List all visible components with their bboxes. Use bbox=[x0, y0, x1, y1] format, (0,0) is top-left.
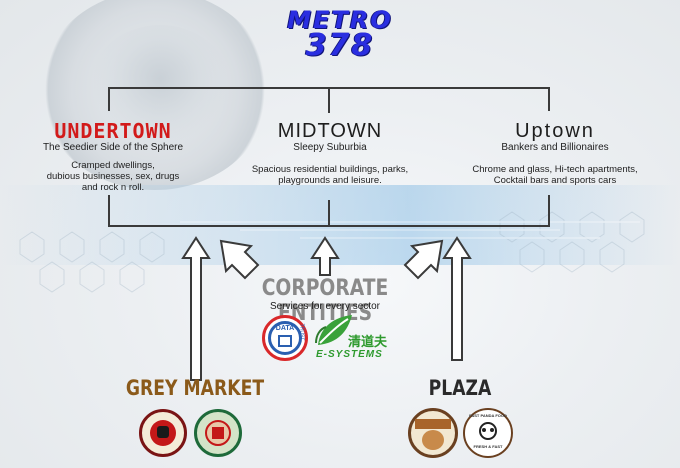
background-lens-inner bbox=[90, 25, 230, 145]
midtown-desc-line: playgrounds and leisure. bbox=[278, 175, 382, 186]
undertown-subtitle: The Seedier Side of the Sphere bbox=[42, 142, 184, 153]
midtown-name: MIDTOWN bbox=[277, 120, 383, 142]
corporate-subtitle: Services for every sector bbox=[269, 301, 381, 312]
undertown-desc-line: Cramped dwellings, bbox=[71, 160, 155, 171]
grey-market-logo-2 bbox=[194, 409, 242, 457]
midtown-desc-line: Spacious residential buildings, parks, bbox=[251, 164, 409, 175]
undertown-desc-line: and rock n roll. bbox=[81, 182, 145, 193]
leaf-icon bbox=[315, 315, 352, 345]
undertown-description: Cramped dwellings, dubious businesses, s… bbox=[18, 160, 208, 193]
plaza-title: PLAZA bbox=[428, 376, 492, 400]
uptown-desc-line: Chrome and glass, Hi-tech apartments, bbox=[472, 164, 638, 175]
district-midtown: MIDTOWN Sleepy Suburbia Spacious residen… bbox=[230, 120, 430, 186]
midtown-subtitle: Sleepy Suburbia bbox=[293, 142, 367, 153]
title-metro: METRO bbox=[287, 6, 393, 34]
district-uptown: Uptown Bankers and Billionaires Chrome a… bbox=[455, 120, 655, 186]
uptown-description: Chrome and glass, Hi-tech apartments, Co… bbox=[455, 164, 655, 186]
title-number: 378 bbox=[305, 28, 375, 63]
uptown-desc-line: Cocktail bars and sports cars bbox=[493, 175, 617, 186]
plaza-arrow bbox=[442, 236, 472, 361]
grey-market-arrow bbox=[181, 236, 211, 381]
e-systems-logo: 清道夫 E-SYSTEMS bbox=[312, 313, 402, 363]
uptown-name: Uptown bbox=[515, 120, 595, 142]
fast-panda-sublabel: FRESH & FAST bbox=[473, 444, 503, 449]
uptown-subtitle: Bankers and Billionaires bbox=[501, 142, 609, 153]
background-hex-pattern bbox=[19, 211, 645, 293]
grey-market-logo-1 bbox=[139, 409, 187, 457]
data-trust-logo: DATA TRUST bbox=[262, 315, 308, 361]
e-systems-label: E-SYSTEMS bbox=[316, 349, 383, 360]
data-trust-sublabel: TRUST bbox=[298, 323, 305, 341]
corporate-arrow-center bbox=[310, 236, 340, 276]
data-trust-label: DATA bbox=[275, 325, 295, 332]
plaza-logo-fast-panda: FAST PANDA FOOD FRESH & FAST bbox=[463, 408, 513, 458]
fast-panda-label: FAST PANDA FOOD bbox=[469, 413, 507, 418]
corporate-arrow-left bbox=[219, 239, 260, 280]
undertown-desc-line: dubious businesses, sex, drugs bbox=[46, 171, 180, 182]
corporate-arrow-right bbox=[403, 239, 444, 280]
e-systems-chinese: 清道夫 bbox=[348, 334, 388, 349]
grey-market-title: GREY MARKET bbox=[125, 376, 265, 400]
midtown-description: Spacious residential buildings, parks, p… bbox=[230, 164, 430, 186]
plaza-logo-1 bbox=[408, 408, 458, 458]
undertown-name: UNDERTOWN bbox=[54, 119, 172, 143]
district-undertown: UNDERTOWN The Seedier Side of the Sphere… bbox=[18, 120, 208, 193]
